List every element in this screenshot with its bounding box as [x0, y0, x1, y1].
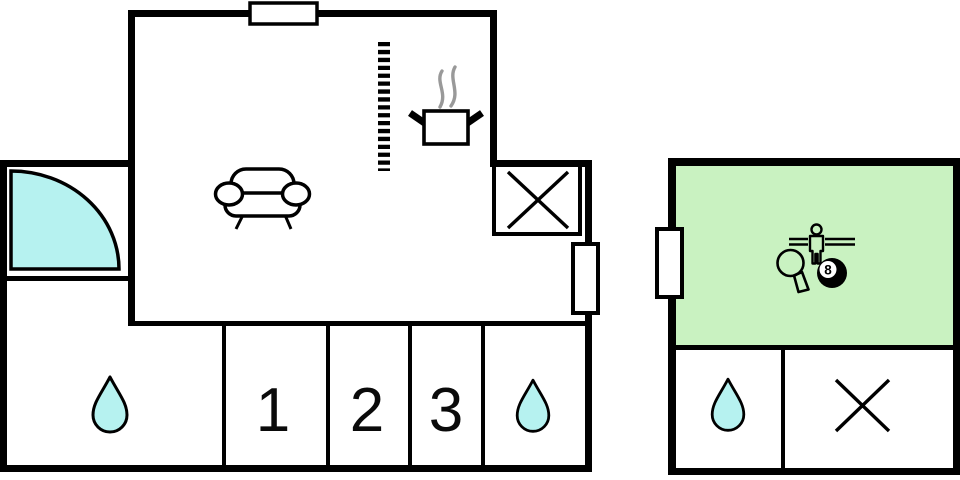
steam-icon: [438, 69, 445, 109]
wall-annex-right: [953, 158, 960, 475]
door-icon: [571, 242, 600, 315]
annex-building: 8: [655, 158, 960, 475]
wall-livingroom-left: [128, 10, 135, 325]
wall-bedroom-divider-4: [481, 326, 485, 465]
wall-right: [585, 160, 592, 472]
wall-bedroom-divider-2: [326, 326, 330, 465]
water-drop-icon: [91, 375, 129, 434]
window-icon: [248, 1, 319, 26]
wall-entrance-bottom: [0, 276, 135, 281]
billiard-eight-ball-icon: 8: [817, 258, 847, 288]
wall-entrance-top: [0, 160, 135, 167]
wall-bottom: [0, 465, 592, 472]
wall-annex-divider: [781, 350, 785, 468]
wall-right-upper: [490, 10, 497, 167]
table-tennis-paddle-icon: [776, 248, 810, 294]
eight-ball-label: 8: [824, 263, 832, 278]
steam-icon: [449, 65, 457, 108]
cooking-pot-icon: [408, 65, 484, 146]
water-drop-icon: [710, 377, 746, 432]
bedroom-2-label: 2: [350, 376, 384, 445]
wall-annex-top: [668, 158, 960, 166]
wall-annex-interior: [676, 345, 953, 350]
wall-annex-left: [668, 158, 676, 475]
entrance-door-swing-icon: [9, 169, 121, 271]
wall-annex-bottom: [668, 468, 960, 475]
water-drop-icon: [515, 378, 551, 433]
crossed-box-icon: [492, 163, 582, 236]
bedroom-3-label: 3: [429, 376, 463, 445]
main-building: 1 2 3: [0, 1, 600, 472]
crossed-lines-icon: [834, 378, 891, 433]
wall-bedroom-divider-3: [408, 326, 412, 465]
wall-bedroom-divider-1: [222, 326, 226, 465]
sofa-icon: [213, 167, 312, 230]
wall-left: [0, 160, 7, 472]
foosball-player-icon: [789, 223, 855, 265]
wall-interior-horizontal: [128, 321, 592, 326]
bedroom-1-label: 1: [256, 376, 290, 445]
door-icon: [655, 227, 684, 299]
